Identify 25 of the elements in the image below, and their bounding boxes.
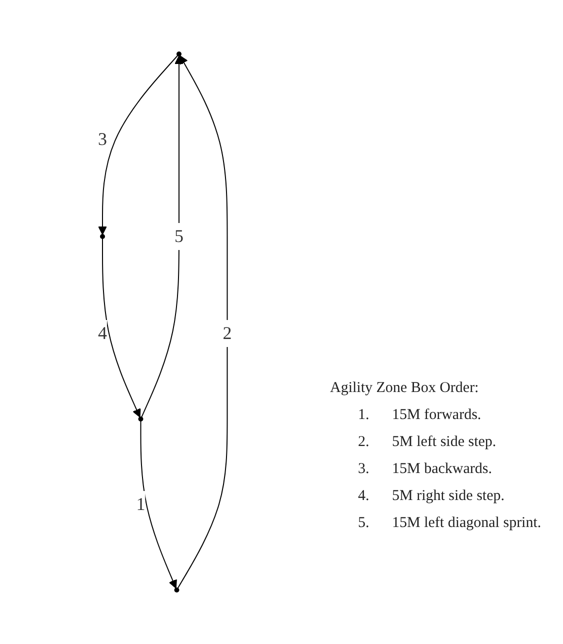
arrow: [102, 238, 141, 418]
edge-label: 3: [98, 129, 108, 149]
list-item: 15M left diagonal sprint.: [392, 515, 542, 532]
edge-label: 5: [174, 226, 184, 246]
arrow: [141, 56, 184, 418]
list-number: 2.: [358, 434, 370, 451]
node-circle: [174, 588, 180, 592]
list-number: 4.: [358, 488, 370, 505]
list-number: 3.: [358, 461, 370, 478]
node-circle: [138, 416, 144, 422]
edge-label: 4: [98, 323, 108, 343]
node-circle: [176, 52, 182, 56]
edge-label: 2: [222, 323, 232, 343]
node-circle: [100, 234, 106, 239]
arrow: [177, 55, 228, 589]
list-number: 5.: [358, 515, 370, 532]
list-heading: Agility Zone Box Order:: [330, 380, 480, 397]
arrow: [98, 55, 178, 235]
list-item: 5M left side step.: [392, 434, 496, 451]
list-item: 15M backwards.: [392, 461, 492, 478]
list-item: 5M right side step.: [392, 488, 504, 505]
arrow: [140, 420, 178, 589]
list-number: 1.: [358, 407, 370, 424]
list-item: 15M forwards.: [392, 407, 482, 424]
edge-label: 1: [136, 494, 146, 514]
